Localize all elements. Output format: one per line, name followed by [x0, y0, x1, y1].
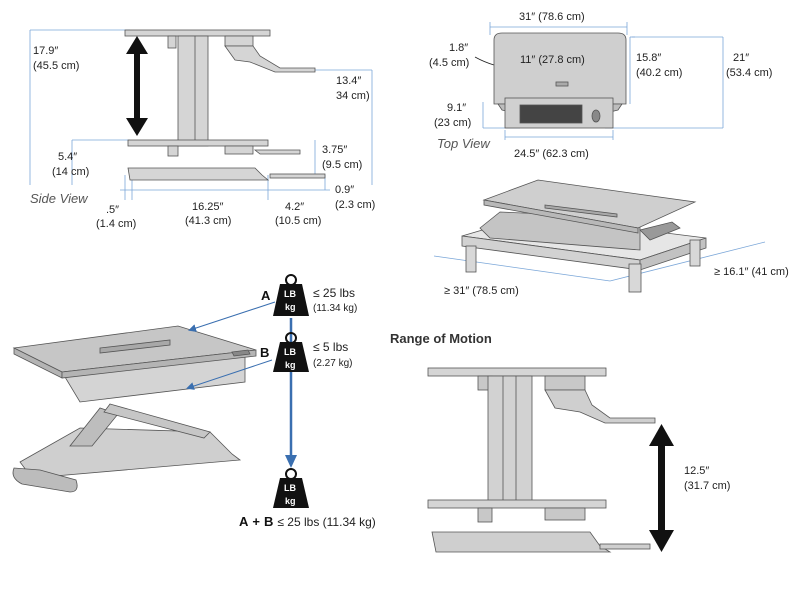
side-view: 17.9″ (45.5 cm) 13.4″ 34 cm) 5.4″ (14 cm…	[29, 29, 375, 230]
side-keyboard-drop-cm: 34 cm)	[336, 90, 370, 102]
top-depth-total: 21″	[733, 52, 749, 64]
pointer-a	[188, 301, 276, 332]
side-depth: 16.25″	[192, 201, 224, 213]
side-view-title: Side View	[30, 191, 89, 206]
limit-a: ≤ 25 lbs	[313, 286, 355, 300]
top-base-width: 24.5″ (62.3 cm)	[514, 148, 589, 160]
top-view-title: Top View	[437, 136, 491, 151]
side-kb-height: 3.75″	[322, 144, 347, 156]
svg-text:kg: kg	[285, 360, 296, 370]
svg-text:kg: kg	[285, 496, 296, 506]
rom-travel-cm: (31.7 cm)	[684, 480, 730, 492]
side-base-height: 5.4″	[58, 151, 77, 163]
side-height-total: 17.9″	[33, 45, 58, 57]
top-inner-width: 11″ (27.8 cm)	[520, 54, 585, 66]
top-view-desk	[493, 32, 627, 129]
pointer-b	[186, 359, 273, 390]
side-view-desk	[124, 29, 326, 181]
top-depth-inner-cm: (40.2 cm)	[636, 67, 682, 79]
top-view: 31″ (78.6 cm) 11″ (27.8 cm) 15.8″ (40.2 …	[429, 11, 772, 160]
iso-stand	[461, 179, 707, 293]
range-of-motion-title: Range of Motion	[390, 331, 492, 346]
svg-text:kg: kg	[285, 302, 296, 312]
range-of-motion-view: Range of Motion 12.5″ (31.7 cm)	[390, 331, 730, 553]
top-kb-depth: 9.1″	[447, 102, 466, 114]
combined-limit: A+B≤ 25 lbs (11.34 kg)	[239, 514, 376, 529]
desk-perspective	[12, 325, 257, 493]
svg-text:LB: LB	[284, 347, 296, 357]
rom-desk	[427, 367, 656, 553]
label-a: A	[261, 288, 271, 303]
limit-a-kg: (11.34 kg)	[313, 303, 357, 314]
weight-icon-a: LB kg	[273, 274, 309, 316]
label-b: B	[260, 345, 269, 360]
iso-width: ≥ 31″ (78.5 cm)	[444, 285, 519, 297]
rom-travel-arrow	[649, 424, 674, 552]
side-depth-cm: (41.3 cm)	[185, 215, 231, 227]
top-depth-total-cm: (53.4 cm)	[726, 67, 772, 79]
top-depth-inner: 15.8″	[636, 52, 661, 64]
rom-travel: 12.5″	[684, 465, 709, 477]
svg-text:LB: LB	[284, 483, 296, 493]
side-offset-cm: (1.4 cm)	[96, 218, 136, 230]
side-offset: .5″	[106, 204, 119, 216]
weight-icon-combined: LB kg	[273, 468, 309, 508]
side-kb-depth-cm: (10.5 cm)	[275, 215, 321, 227]
side-keyboard-drop: 13.4″	[336, 75, 361, 87]
top-notch: 1.8″	[449, 42, 468, 54]
side-height-total-cm: (45.5 cm)	[33, 60, 79, 72]
side-foot-height: 0.9″	[335, 184, 354, 196]
side-base-height-cm: (14 cm)	[52, 166, 89, 178]
limit-b-kg: (2.27 kg)	[313, 358, 352, 369]
top-width: 31″ (78.6 cm)	[519, 11, 585, 23]
side-foot-height-cm: (2.3 cm)	[335, 199, 375, 211]
top-kb-depth-cm: (23 cm)	[434, 117, 471, 129]
weight-icon-b: LB kg	[273, 332, 309, 372]
limit-b: ≤ 5 lbs	[313, 340, 348, 354]
svg-text:LB: LB	[284, 289, 296, 299]
iso-view: ≥ 31″ (78.5 cm) ≥ 16.1″ (41 cm)	[433, 179, 789, 297]
side-view-height-arrow	[126, 36, 148, 136]
iso-depth: ≥ 16.1″ (41 cm)	[714, 266, 789, 278]
side-kb-depth: 4.2″	[285, 201, 304, 213]
top-notch-cm: (4.5 cm)	[429, 57, 469, 69]
weight-capacity-view: LB kg LB kg LB kg A ≤ 25 lbs (11.34 kg) …	[12, 274, 376, 529]
side-kb-height-cm: (9.5 cm)	[322, 159, 362, 171]
